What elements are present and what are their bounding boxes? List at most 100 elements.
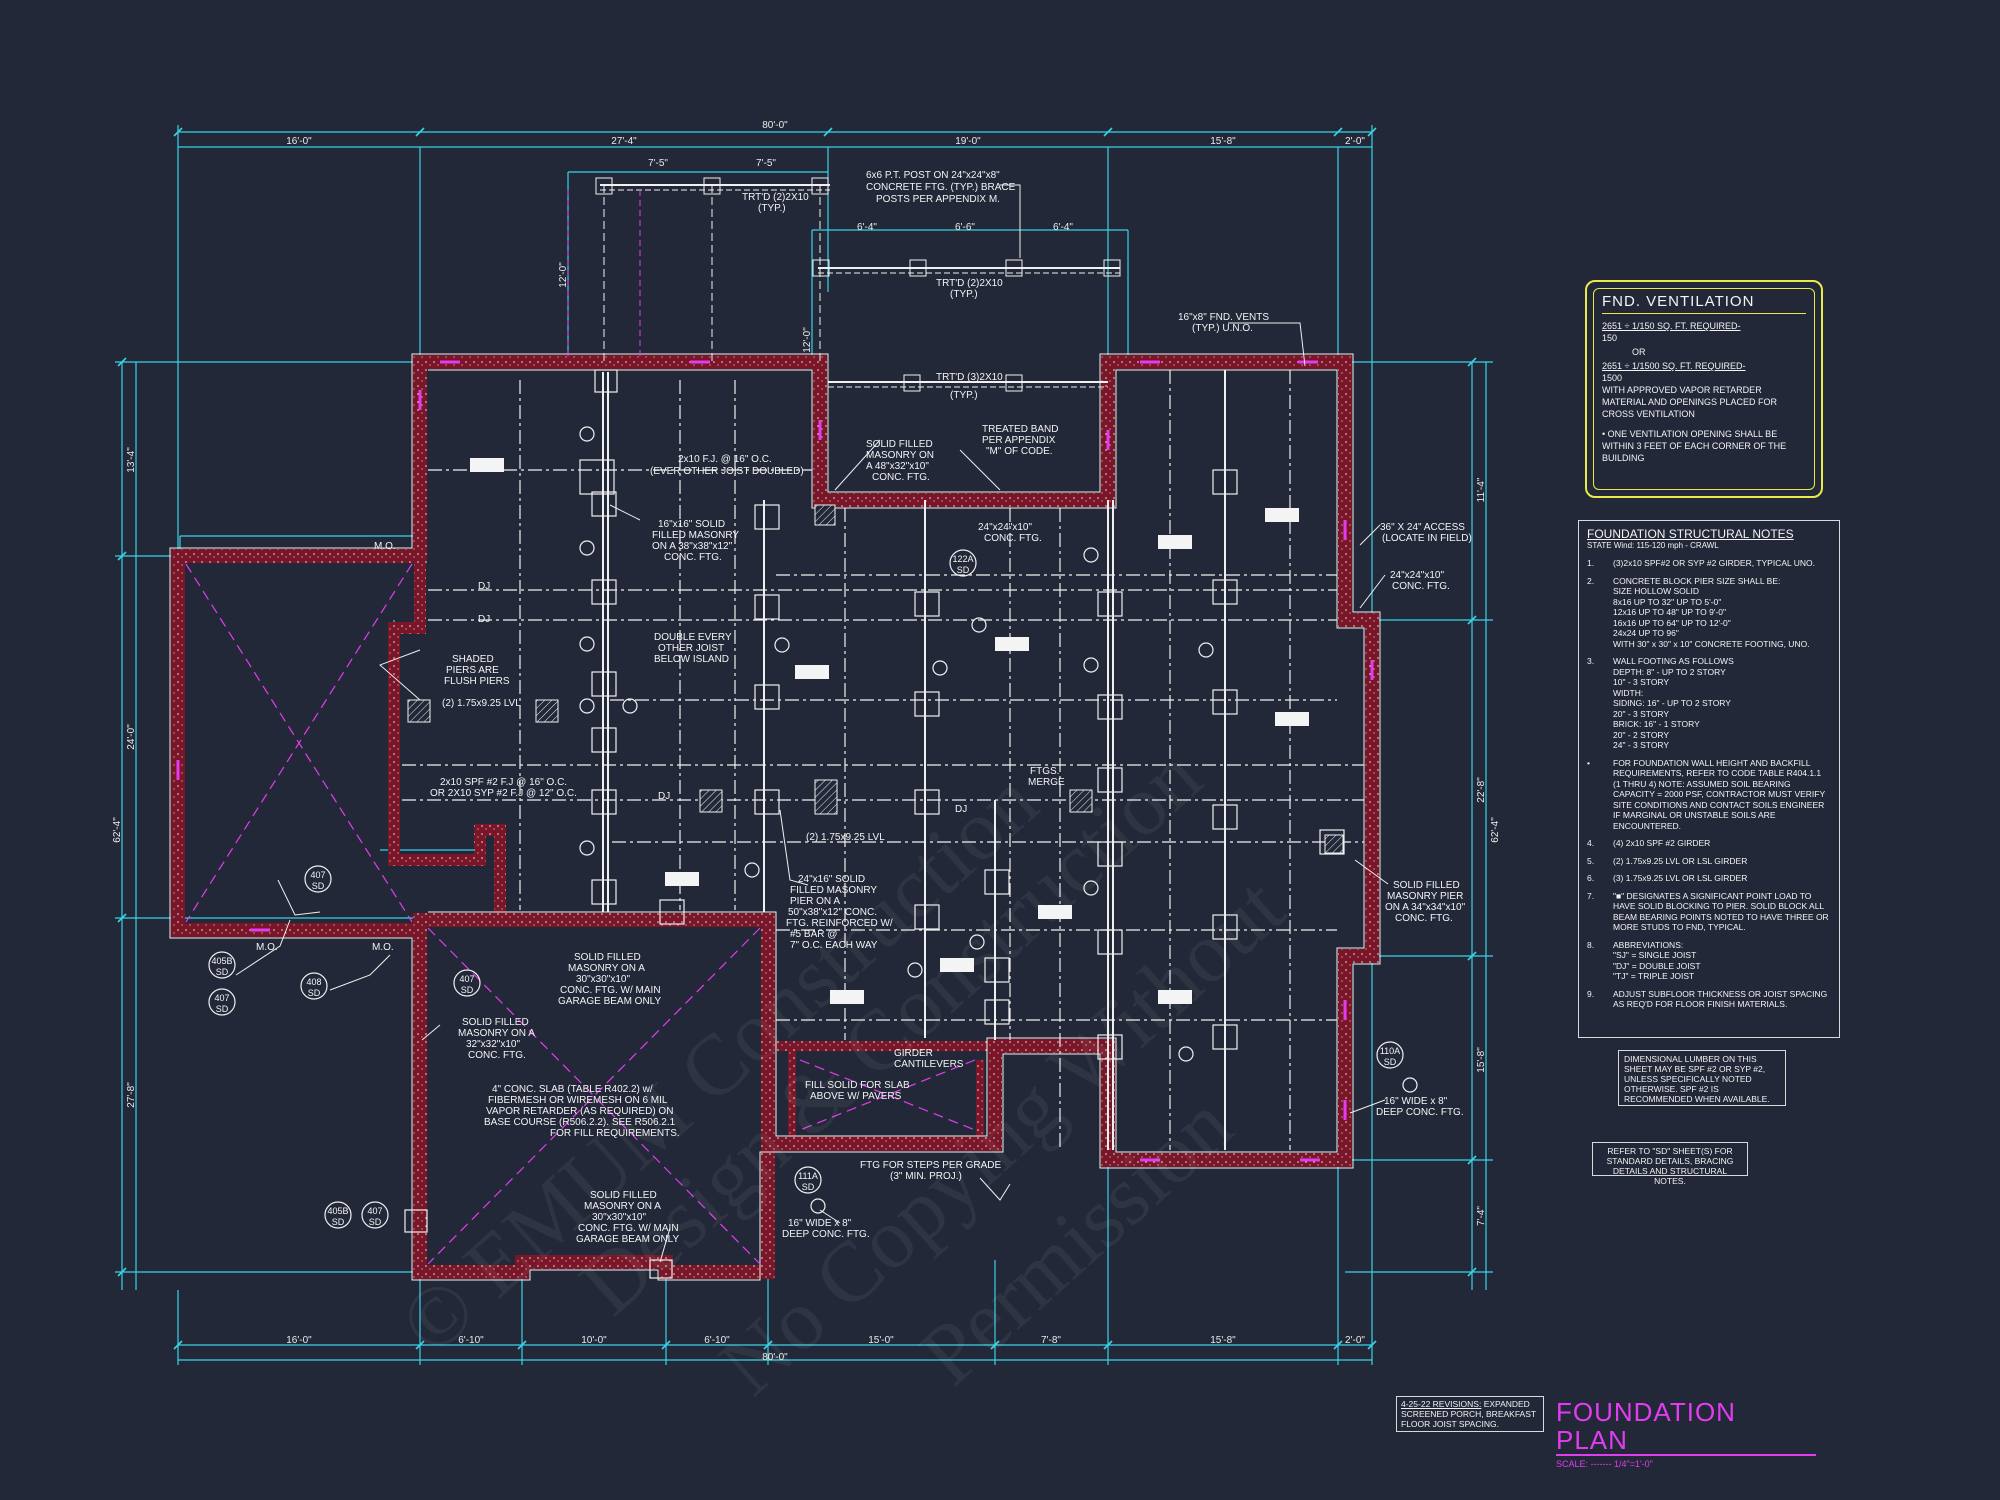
dimension-text: 80'-0" 16'-0" 27'-4" 19'-0" 15'-8" 2'-0"…: [112, 120, 1501, 1363]
svg-text:MASONRY ON: MASONRY ON: [866, 450, 934, 461]
girder-lines: [602, 370, 1226, 1150]
svg-text:407: 407: [367, 1206, 382, 1216]
svg-text:16'-0": 16'-0": [286, 1335, 312, 1346]
porch-dashed-verticals: [567, 190, 641, 360]
svg-text:122A: 122A: [952, 554, 973, 564]
svg-text:SOLID FILLED: SOLID FILLED: [574, 952, 641, 963]
svg-text:VAPOR RETARDER (AS REQUIRED) O: VAPOR RETARDER (AS REQUIRED) ON: [486, 1106, 673, 1117]
svg-text:10'-0": 10'-0": [581, 1335, 607, 1346]
svg-text:16'-0": 16'-0": [286, 136, 312, 147]
svg-text:FILLED MASONRY: FILLED MASONRY: [790, 885, 877, 896]
svg-text:CONC. FTG. W/ MAIN: CONC. FTG. W/ MAIN: [578, 1223, 679, 1234]
svg-text:SD: SD: [308, 988, 321, 998]
foundation-vents: [176, 360, 1374, 1162]
svg-text:PER APPENDIX: PER APPENDIX: [982, 435, 1056, 446]
revision-text: EXPANDED SCREENED PORCH, BREAKFAST FLOOR…: [1401, 1399, 1536, 1429]
ventilation-or: OR: [1632, 347, 1646, 357]
svg-text:(2) 1.75x9.25 LVL: (2) 1.75x9.25 LVL: [442, 698, 521, 709]
svg-text:PIER ON A: PIER ON A: [790, 896, 840, 907]
svg-text:CONC. FTG. W/ MAIN: CONC. FTG. W/ MAIN: [560, 985, 661, 996]
svg-text:(TYP.) U.N.O.: (TYP.) U.N.O.: [1192, 323, 1253, 334]
svg-text:CONC. FTG.: CONC. FTG.: [1395, 913, 1453, 924]
svg-text:32"x32"x10": 32"x32"x10": [466, 1039, 520, 1050]
flush-piers: [407, 504, 1344, 854]
svg-text:2'-0": 2'-0": [1345, 136, 1365, 147]
svg-text:DEEP CONC. FTG.: DEEP CONC. FTG.: [782, 1229, 870, 1240]
svg-text:CONC. FTG.: CONC. FTG.: [468, 1050, 526, 1061]
revision-note: 4-25-22 REVISIONS: EXPANDED SCREENED POR…: [1396, 1396, 1544, 1432]
note-number: 1.: [1587, 558, 1595, 568]
svg-text:7'-4": 7'-4": [1476, 1206, 1487, 1226]
ventilation-line: 150: [1602, 333, 1618, 343]
svg-text:36" X 24" ACCESS: 36" X 24" ACCESS: [1380, 522, 1465, 533]
note-text: ABBREVIATIONS: "SJ" = SINGLE JOIST "DJ" …: [1613, 939, 1701, 982]
svg-text:13'-4": 13'-4": [126, 447, 137, 473]
svg-text:15'-8": 15'-8": [1476, 1047, 1487, 1073]
svg-text:FILL SOLID FOR SLAB: FILL SOLID FOR SLAB: [805, 1080, 910, 1091]
note-item: 8.ABBREVIATIONS: "SJ" = SINGLE JOIST "DJ…: [1587, 940, 1831, 982]
svg-text:7" O.C. EACH WAY: 7" O.C. EACH WAY: [790, 940, 878, 951]
svg-text:SOLID FILLED: SOLID FILLED: [462, 1017, 529, 1028]
slab-diagonals: [185, 563, 976, 1265]
svg-text:4" CONC. SLAB (TABLE R402.2) w: 4" CONC. SLAB (TABLE R402.2) w/: [492, 1084, 653, 1095]
notes-title: FOUNDATION STRUCTURAL NOTES: [1587, 527, 1794, 541]
svg-text:M.O.: M.O.: [256, 942, 278, 953]
svg-text:6'-4": 6'-4": [857, 222, 877, 233]
ventilation-panel: FND. VENTILATION 2651 ÷ 1/150 SQ. FT. RE…: [1585, 280, 1823, 498]
note-number: 2.: [1587, 575, 1595, 586]
svg-text:A 48"x32"x10": A 48"x32"x10": [866, 461, 929, 472]
svg-text:16" WIDE x 8": 16" WIDE x 8": [788, 1218, 852, 1229]
svg-text:M.O.: M.O.: [374, 541, 396, 552]
svg-text:6'-4": 6'-4": [1053, 222, 1073, 233]
svg-text:DJ: DJ: [478, 581, 490, 592]
svg-text:SOLID FILLED: SOLID FILLED: [1393, 880, 1460, 891]
dimensional-lumber-note: DIMENSIONAL LUMBER ON THIS SHEET MAY BE …: [1618, 1050, 1786, 1106]
svg-text:BASE COURSE (R506.2.2). SEE R5: BASE COURSE (R506.2.2). SEE R506.2.1: [484, 1117, 676, 1128]
svg-text:MERGE: MERGE: [1028, 777, 1065, 788]
porch-framing: [595, 177, 1121, 392]
svg-text:30"x30"x10": 30"x30"x10": [576, 974, 630, 985]
svg-text:30"x30"x10": 30"x30"x10": [592, 1212, 646, 1223]
note-item: 2.CONCRETE BLOCK PIER SIZE SHALL BE: SIZ…: [1587, 576, 1831, 650]
svg-text:12'-0": 12'-0": [558, 262, 569, 288]
svg-text:408: 408: [306, 977, 321, 987]
svg-text:POSTS PER APPENDIX M.: POSTS PER APPENDIX M.: [876, 194, 1000, 205]
leader-lines: [235, 184, 1389, 1263]
svg-text:CONC. FTG.: CONC. FTG.: [664, 552, 722, 563]
refer-sd-note: REFER TO "SD" SHEET(S) FOR STANDARD DETA…: [1592, 1142, 1748, 1186]
ventilation-line: 2651 ÷ 1/1500 SQ. FT. REQUIRED-: [1602, 361, 1746, 371]
svg-text:CONC. FTG.: CONC. FTG.: [872, 472, 930, 483]
svg-text:27'-8": 27'-8": [126, 1082, 137, 1108]
svg-text:16" WIDE x 8": 16" WIDE x 8": [1384, 1096, 1448, 1107]
svg-text:2x10 SPF #2 F.J @ 16" O.C.: 2x10 SPF #2 F.J @ 16" O.C.: [440, 777, 567, 788]
piers: [404, 369, 1345, 1279]
svg-text:7'-5": 7'-5": [756, 158, 776, 169]
notes-subtitle: STATE Wind: 115-120 mph - CRAWL: [1587, 541, 1719, 550]
svg-text:(TYP.): (TYP.): [950, 289, 978, 300]
svg-text:DJ: DJ: [955, 804, 967, 815]
svg-text:(2) 1.75x9.25 LVL: (2) 1.75x9.25 LVL: [806, 832, 885, 843]
svg-text:62'-4": 62'-4": [1490, 817, 1501, 843]
svg-text:FOR FILL REQUIREMENTS.: FOR FILL REQUIREMENTS.: [550, 1128, 680, 1139]
svg-text:SD: SD: [332, 1217, 345, 1227]
svg-text:110A: 110A: [1380, 1046, 1400, 1056]
note-hexagons: [579, 426, 1418, 1214]
svg-text:CONC. FTG.: CONC. FTG.: [984, 533, 1042, 544]
note-text: FOR FOUNDATION WALL HEIGHT AND BACKFILL …: [1613, 757, 1826, 831]
note-number: •: [1587, 757, 1590, 768]
revision-heading: 4-25-22 REVISIONS:: [1401, 1399, 1482, 1409]
svg-text:TRT'D (3)2X10: TRT'D (3)2X10: [936, 372, 1003, 383]
svg-text:SD: SD: [216, 1004, 229, 1014]
svg-text:FTG FOR STEPS PER GRADE: FTG FOR STEPS PER GRADE: [860, 1160, 1001, 1171]
svg-text:GIRDER: GIRDER: [894, 1048, 933, 1059]
note-item: • FOR FOUNDATION WALL HEIGHT AND BACKFILL…: [1587, 758, 1831, 832]
ventilation-line: 2651 ÷ 1/150 SQ. FT. REQUIRED-: [1602, 321, 1741, 331]
svg-text:SD: SD: [802, 1182, 815, 1192]
svg-text:FLUSH PIERS: FLUSH PIERS: [444, 676, 510, 687]
callout-text: 6x6 P.T. POST ON 24"x24"x8" CONCRETE FTG…: [256, 170, 1472, 1245]
svg-text:80'-0": 80'-0": [762, 1352, 788, 1363]
svg-text:SD: SD: [957, 565, 970, 575]
note-text: (3)2x10 SPF#2 OR SYP #2 GIRDER, TYPICAL …: [1613, 558, 1816, 568]
note-text: (3) 1.75x9.25 LVL OR LSL GIRDER: [1613, 873, 1748, 883]
